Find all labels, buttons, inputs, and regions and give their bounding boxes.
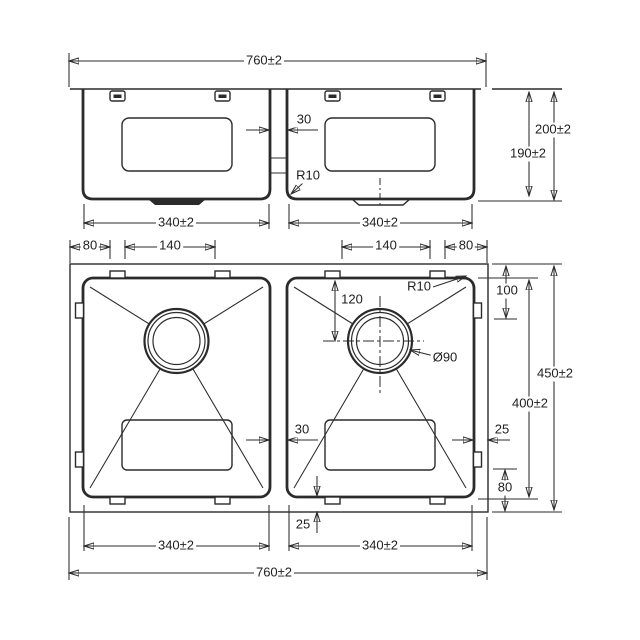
- leader-drain-diameter: [410, 350, 435, 357]
- dim-label-bowl-to-edge-right: 25: [492, 421, 512, 438]
- dim-label-side-clip-from-top: 100: [494, 282, 520, 299]
- front-left-bowl: [81, 89, 272, 201]
- front-mounting-clips: [109, 90, 446, 102]
- dim-label-bowl-to-edge-bottom: 25: [293, 516, 313, 533]
- plan-left-panel: [121, 419, 233, 471]
- plan-right-panel: [324, 419, 436, 471]
- dim-label-front-overall-width: 760±2: [243, 52, 285, 69]
- dim-label-plan-corner-radius: R10: [405, 278, 433, 295]
- front-right-drain: [351, 198, 411, 206]
- dim-label-depth-to-base: 200±2: [532, 121, 574, 138]
- front-right-panel: [324, 117, 436, 172]
- front-dimensions: [69, 53, 562, 229]
- plan-outer-rim: [69, 263, 489, 513]
- front-left-drain: [148, 199, 206, 205]
- dim-label-edge-to-clip-right: 80: [456, 237, 476, 254]
- plan-mounting-clips: [74, 270, 483, 505]
- dim-label-side-clip-from-bottom: 80: [495, 479, 515, 496]
- dim-label-drain-from-top: 120: [339, 291, 365, 308]
- dim-label-overall-depth: 450±2: [534, 365, 576, 382]
- plan-view: [69, 240, 562, 580]
- dim-label-front-left-bowl-width: 340±2: [155, 214, 197, 231]
- dim-label-drain-diameter: Ø90: [430, 349, 460, 366]
- drain-right: [323, 296, 424, 396]
- dim-label-clip-spacing-right: 140: [373, 237, 399, 254]
- plan-left-bowl: [81, 276, 272, 499]
- dim-label-clip-spacing-left: 140: [157, 237, 183, 254]
- dim-label-plan-left-bowl-width: 340±2: [155, 537, 197, 554]
- front-view: [69, 53, 562, 229]
- dim-label-depth-inner: 190±2: [507, 145, 549, 162]
- leader-corner-radius: [291, 182, 304, 194]
- dim-label-bowl-depth: 400±2: [509, 395, 551, 412]
- dim-label-front-divider-gap: 30: [294, 111, 314, 128]
- drain-left: [143, 307, 210, 375]
- plan-top-dimensions: [70, 240, 487, 263]
- front-left-panel: [121, 117, 233, 172]
- dim-label-front-right-bowl-width: 340±2: [359, 214, 401, 231]
- dim-label-plan-divider-gap: 30: [292, 421, 312, 438]
- bowl-base-creases: [89, 286, 467, 489]
- dim-label-edge-to-clip-left: 80: [80, 237, 100, 254]
- plan-right-bowl: [285, 276, 476, 499]
- dim-label-front-corner-radius: R10: [294, 167, 322, 184]
- dim-label-plan-overall-width: 760±2: [253, 564, 295, 581]
- leader-corner-radius-plan: [432, 276, 466, 288]
- dim-label-plan-right-bowl-width: 340±2: [359, 537, 401, 554]
